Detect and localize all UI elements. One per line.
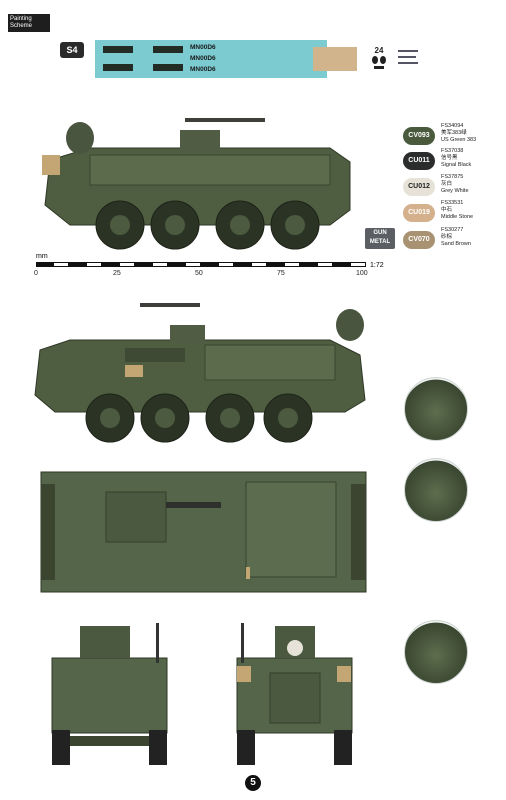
paint-swatch-cu011: CU011 <box>403 152 435 170</box>
emblem-number: 24 <box>375 46 384 55</box>
registration-decal: MN00D6 <box>190 55 216 62</box>
skull-emblem-icon: 24 <box>367 46 391 72</box>
detail-inset-weapon-station <box>404 458 468 522</box>
decal-sheet: MN00D6 MN00D6 MN00D6 24 <box>95 40 418 78</box>
decal-stencil-line <box>398 62 418 64</box>
decal-plate <box>103 64 133 71</box>
decal-plate <box>153 64 183 71</box>
paint-swatch-cv070: CV070 <box>403 231 435 249</box>
tag-line-1: Painting <box>10 16 32 22</box>
paint-swatch-cv093: CV093 <box>403 127 435 145</box>
decal-plate <box>103 46 133 53</box>
paint-swatch-cu012: CU012 <box>403 178 435 196</box>
gun-metal-label: GUN METAL <box>365 228 395 249</box>
registration-decal: MN00D6 <box>190 66 216 73</box>
scheme-id-badge: S4 <box>60 42 84 58</box>
vehicle-left-side-view <box>42 118 351 250</box>
registration-decal: MN00D6 <box>190 44 216 51</box>
decal-stencil-line <box>398 56 416 58</box>
page-number: 5 <box>245 775 261 791</box>
decal-plate <box>153 46 183 53</box>
scale-tick-label: 0 <box>34 270 38 277</box>
detail-inset-antenna <box>404 377 468 441</box>
scale-tick-label: 25 <box>113 270 121 277</box>
vehicle-rear-view <box>236 623 353 765</box>
scale-tick-label: 50 <box>195 270 203 277</box>
scale-tick-label: 75 <box>277 270 285 277</box>
tag-line-2: Scheme <box>10 23 33 29</box>
paint-swatch-cu019: CU019 <box>403 204 435 222</box>
sand-panel-decal <box>313 47 357 71</box>
decal-stencil-line <box>398 50 418 52</box>
scale-unit: mm <box>36 253 48 260</box>
painting-scheme-tag: Painting Scheme <box>8 14 50 32</box>
detail-inset-emblem <box>404 620 468 684</box>
vehicle-front-view <box>51 623 168 765</box>
scale-tick-label: 100 <box>356 270 368 277</box>
vehicle-top-view <box>40 471 367 593</box>
scale-ratio: 1:72 <box>370 262 384 269</box>
vehicle-right-side-view <box>34 303 366 443</box>
scale-ruler <box>36 262 366 267</box>
